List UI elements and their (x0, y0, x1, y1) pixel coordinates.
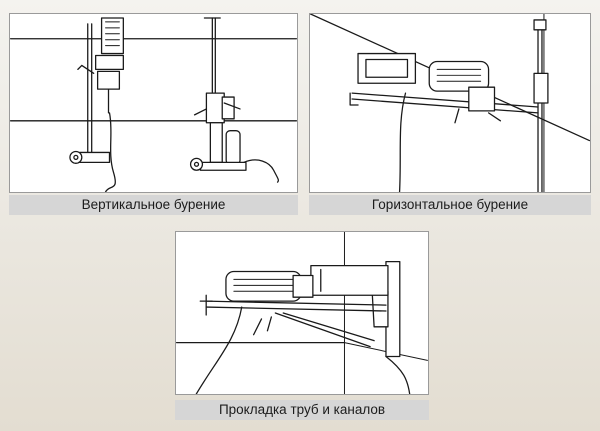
caption-pipe-laying: Прокладка труб и каналов (175, 400, 429, 420)
caption-horizontal-drilling: Горизонтальное бурение (309, 195, 591, 215)
horizontal-drilling-drawing (310, 14, 590, 192)
drill-rig-right (189, 17, 280, 183)
caption-vertical-drilling: Вертикальное бурение (9, 195, 298, 215)
drill-rig-left (69, 17, 124, 192)
horizontal-drill-rig (349, 19, 549, 192)
pipe-laying-illustration (175, 231, 429, 395)
vertical-drilling-drawing (10, 17, 297, 192)
pipe-drill-rig (195, 260, 411, 394)
pipe-laying-drawing (176, 232, 428, 394)
horizontal-drilling-illustration (309, 13, 591, 193)
vertical-drilling-illustration (9, 13, 298, 193)
